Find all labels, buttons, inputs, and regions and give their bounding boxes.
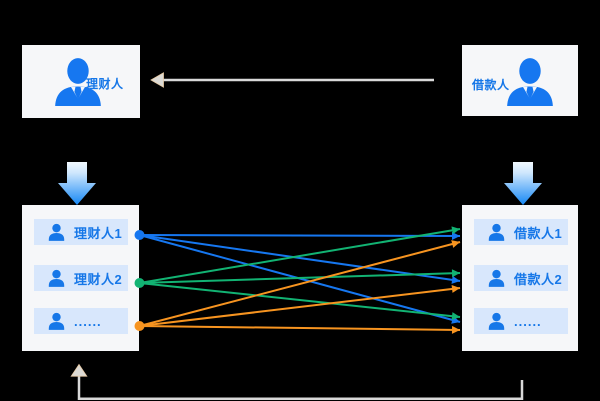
investor-card-label: 理财人 [86, 77, 124, 91]
business-person-icon [507, 58, 553, 106]
person-icon [48, 269, 65, 287]
person-icon [488, 312, 505, 330]
top-gray-arrow [150, 72, 434, 88]
investor-card: 理财人 [22, 45, 140, 118]
list-item-borrower-more: ...... [474, 308, 568, 334]
matching-line [139, 325, 461, 334]
matching-line [139, 234, 461, 284]
bottom-gray-connector [70, 363, 524, 400]
up-arrow-icon [70, 363, 88, 377]
person-icon [48, 223, 65, 241]
list-item-label: 理财人1 [74, 225, 123, 241]
borrower-list-panel: 借款人1 借款人2 ...... [462, 205, 578, 351]
matching-line [139, 240, 461, 327]
matching-line [139, 269, 461, 284]
borrower-card: 借款人 [462, 45, 578, 116]
borrower-card-label: 借款人 [472, 78, 510, 92]
investor-list-panel: 理财人1 理财人2 ...... [22, 205, 139, 351]
list-item-label: 借款人2 [514, 271, 563, 287]
down-arrow-icon [504, 162, 542, 205]
list-item-borrower-2: 借款人2 [474, 265, 568, 291]
list-item-borrower-1: 借款人1 [474, 219, 568, 245]
list-item-label: 理财人2 [74, 271, 123, 287]
business-person-icon [55, 58, 101, 106]
matching-lines [139, 226, 461, 334]
matching-line [139, 282, 461, 321]
person-icon [488, 269, 505, 287]
list-item-label: ...... [74, 313, 102, 329]
down-arrow-icon [58, 162, 96, 205]
person-icon [488, 223, 505, 241]
list-item-investor-2: 理财人2 [34, 265, 128, 291]
matching-line [139, 234, 461, 324]
list-item-investor-1: 理财人1 [34, 219, 128, 245]
list-item-label: 借款人1 [514, 225, 563, 241]
matching-line [139, 226, 461, 284]
matching-line [139, 231, 461, 240]
matching-line [139, 284, 461, 327]
list-item-label: ...... [514, 313, 542, 329]
person-icon [48, 312, 65, 330]
list-item-investor-more: ...... [34, 308, 128, 334]
